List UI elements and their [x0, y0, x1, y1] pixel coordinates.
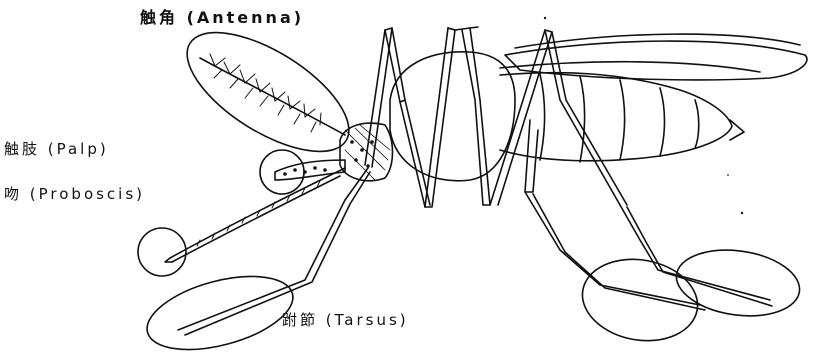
legs-lower: [178, 168, 772, 335]
proboscis: [138, 168, 345, 276]
legs-upper: [365, 27, 627, 207]
antenna: [169, 9, 367, 174]
specks: [544, 17, 743, 214]
palp: [260, 150, 345, 194]
tarsus-ovals: [139, 243, 804, 355]
